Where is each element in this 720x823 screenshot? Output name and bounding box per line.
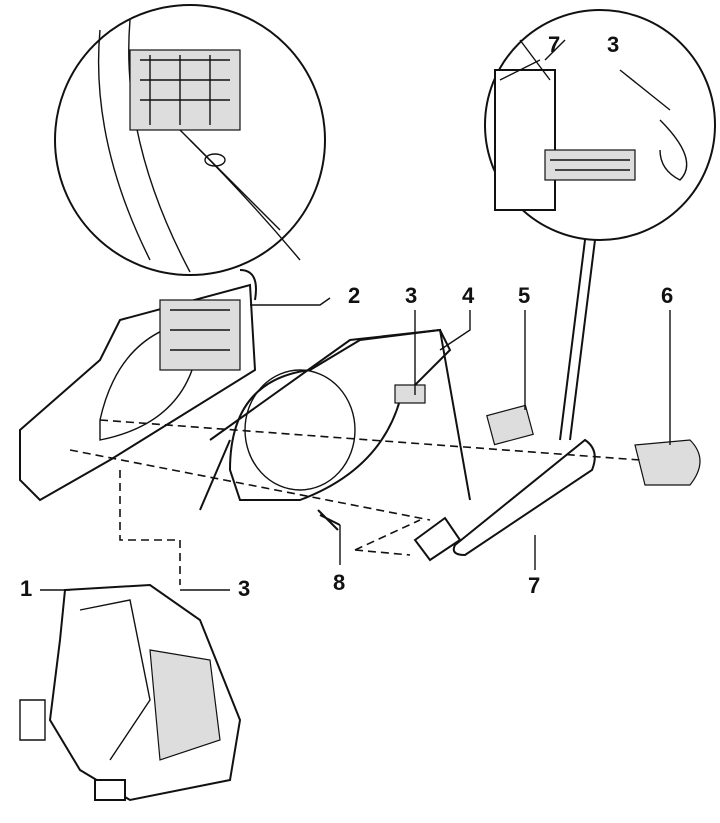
part-6-cap [634, 439, 701, 486]
part-4-gasket [199, 328, 471, 511]
part-2-carrier [19, 283, 257, 502]
assembly-lines [69, 419, 641, 585]
callout-top-7: 7 [548, 32, 561, 57]
part-1-lock [19, 583, 242, 802]
callout-5: 5 [518, 283, 531, 308]
callout-2: 2 [348, 283, 361, 308]
callout-6: 6 [661, 283, 674, 308]
callout-7: 7 [528, 573, 541, 598]
detail-circle-right [484, 9, 716, 441]
part-8-screw [317, 509, 341, 531]
callout-4: 4 [462, 283, 475, 308]
callout-3-lower: 3 [238, 576, 251, 601]
part-5-seal [486, 404, 534, 446]
callout-1: 1 [20, 576, 33, 601]
leader-lines [40, 39, 671, 591]
handle-bracket [413, 516, 462, 562]
callout-8: 8 [333, 570, 346, 595]
part-7-handle [452, 438, 596, 557]
callout-3: 3 [405, 283, 418, 308]
detail-circle-left [54, 4, 326, 301]
callout-top-3: 3 [607, 32, 620, 57]
